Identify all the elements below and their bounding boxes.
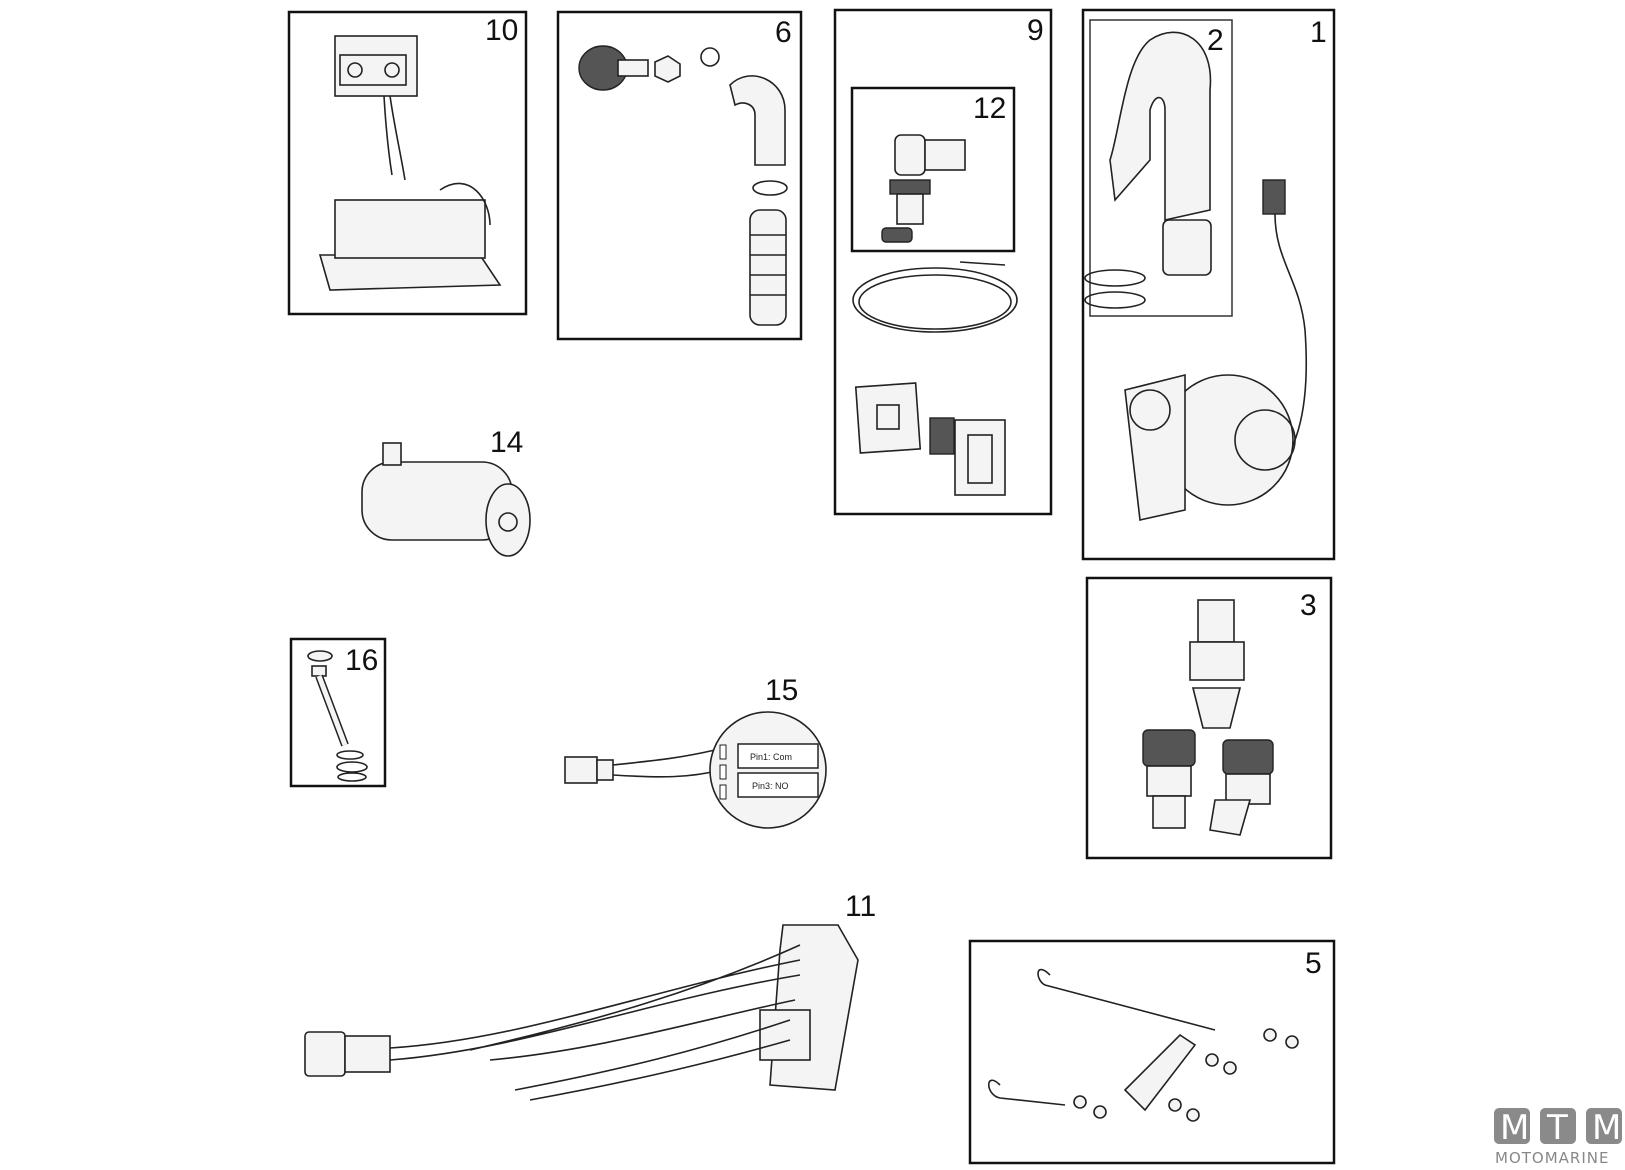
part-group-11: 11 [304,890,876,1101]
hose-elbow-drawing [1084,31,1212,309]
part-number-2: 2 [1207,24,1224,57]
wiring-harness-drawing [304,924,859,1101]
wire-coil-drawing [852,261,1018,333]
mounting-hardware-drawing [987,968,1299,1122]
water-valve-drawing [881,134,966,243]
part-group-12 [850,86,1016,253]
part-group-3: 3 [1085,576,1333,860]
part-group-5: 5 [968,939,1336,1165]
part-number-12: 12 [973,92,1006,125]
flush-switch-drawing [854,382,1006,496]
logo-letter-t: T [1546,1108,1568,1148]
pin1-label: Pin1: Com [750,752,792,762]
part-number-5: 5 [1305,947,1322,980]
part-number-15: 15 [765,674,798,707]
logo-letter-m1: M [1500,1108,1529,1148]
part-group-14: 14 [361,426,531,557]
float-switch-drawing: Pin1: Com Pin3: NO [564,711,827,829]
check-valve-drawing [1142,599,1274,836]
part-group-16: 16 [289,637,387,788]
motomarine-logo: M T M MOTOMARINE [1494,1108,1622,1167]
part-number-1: 1 [1310,16,1327,49]
part-number-10: 10 [485,14,518,47]
part-group-2 [1089,19,1233,317]
part-group-15: 15 Pin1: Com Pin3: NO [564,674,827,829]
part-number-16: 16 [345,644,378,677]
part-number-11: 11 [845,890,876,923]
part-number-9: 9 [1027,14,1044,47]
part-number-6: 6 [775,16,792,49]
part-number-14: 14 [490,426,523,459]
shaft-kit-drawing [307,650,368,782]
pump-motor-drawing [361,442,531,557]
pin3-label: Pin3: NO [752,781,789,791]
part-number-3: 3 [1300,589,1317,622]
logo-letter-m2: M [1592,1108,1621,1148]
part-group-6: 6 [556,10,803,341]
macerator-pump-drawing [1124,179,1308,521]
part-group-1: 1 2 [1081,8,1336,561]
part-group-10: 10 [287,10,528,316]
part-group-9: 9 12 [833,8,1053,516]
logo-wordmark: MOTOMARINE [1495,1149,1609,1167]
control-panel-drawing [318,35,502,291]
thru-hull-fitting-drawing [578,45,788,326]
